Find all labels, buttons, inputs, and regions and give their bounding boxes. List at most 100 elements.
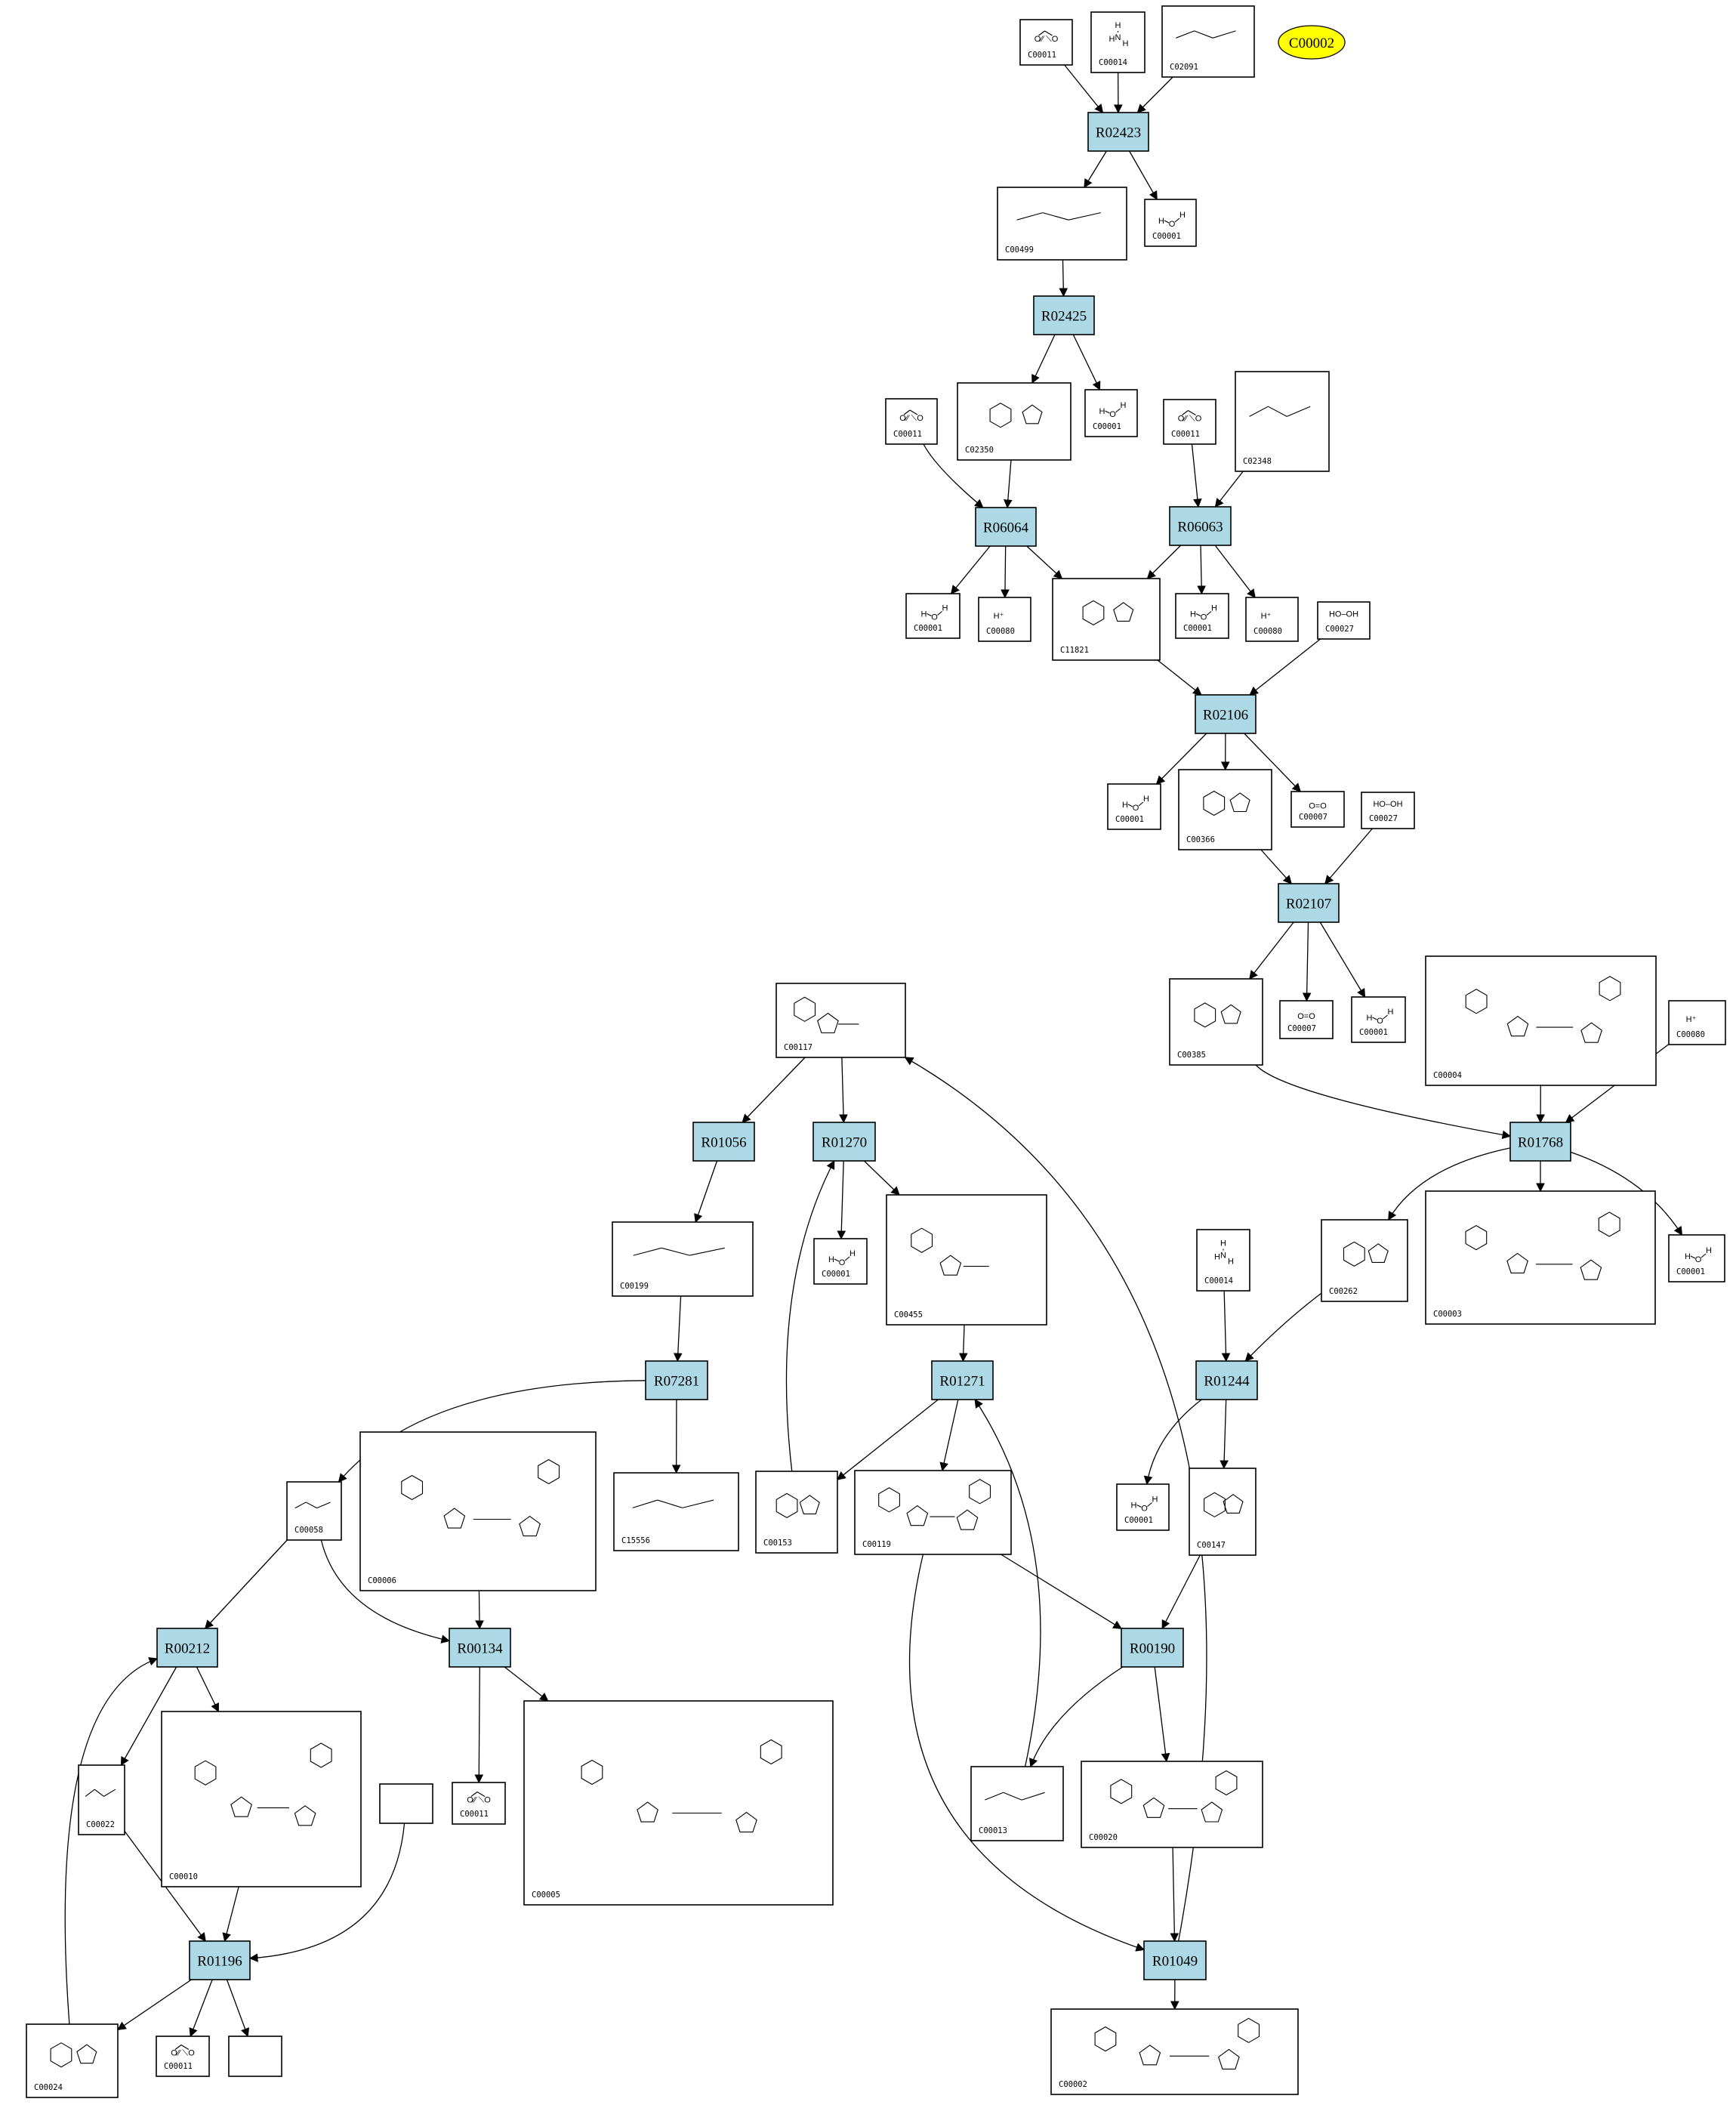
edge-c00117-r01270 [839,1057,848,1124]
compound-c00499-node[interactable]: C00499 [997,187,1127,261]
compound-c00004-node[interactable]: C00004 [1425,955,1657,1086]
reaction-r01244-node[interactable]: R01244 [1195,1360,1258,1400]
compound-c00080-node[interactable]: H⁺C00080 [1668,1000,1726,1045]
svg-text:O: O [1201,613,1207,622]
reaction-r01196-node[interactable]: R01196 [189,1940,251,1980]
reaction-r01768-node[interactable]: R01768 [1509,1122,1571,1162]
edge-c00119-r00190 [1001,1554,1122,1629]
compound-c00119-node[interactable]: C00119 [854,1470,1012,1555]
compound-c11821-node[interactable]: C11821 [1052,578,1161,661]
reaction-r01270-node[interactable]: R01270 [812,1122,876,1162]
edge-r01768-c00001h [1570,1151,1683,1236]
reaction-r01049-node[interactable]: R01049 [1143,1940,1207,1980]
compound-c00080-node[interactable]: H⁺C00080 [1245,597,1299,642]
compound-c00262-node[interactable]: C00262 [1321,1219,1408,1302]
reaction-r07281-node[interactable]: R07281 [645,1360,708,1400]
compound-id-label: C00011 [164,2062,193,2071]
compound-c00020-node[interactable]: C00020 [1081,1761,1263,1848]
compound-c02091-node[interactable]: C02091 [1161,5,1255,78]
reaction-r02423-node[interactable]: R02423 [1087,112,1149,152]
reaction-r02106-node[interactable]: R02106 [1195,694,1257,734]
reaction-r06063-node[interactable]: R06063 [1169,506,1232,546]
compound-c00058-node[interactable]: C00058 [286,1481,342,1541]
reaction-r00190-node[interactable]: R00190 [1121,1628,1184,1668]
structure-sketch [85,1789,116,1797]
compound-c00080-node[interactable]: H⁺C00080 [978,597,1031,642]
reaction-r06064-node[interactable]: R06064 [975,507,1037,547]
target-compound-label: C00002 [1289,35,1334,51]
compound-c00005-node[interactable]: C00005 [523,1700,834,1906]
structure-sketch [633,1247,725,1256]
edge-r00190-c00013 [1028,1666,1124,1768]
compound-c00013-node[interactable]: C00013 [970,1766,1064,1841]
compound-c00385-node[interactable]: C00385 [1169,978,1263,1066]
structure-sketch: HO–OH [1329,610,1358,619]
edge-r00212-c00010 [196,1666,219,1713]
reaction-r00212-node[interactable]: R00212 [156,1628,218,1668]
compound-id-label: C00117 [784,1043,812,1052]
svg-text:H: H [1228,1258,1234,1267]
compound-c00117-node[interactable]: C00117 [775,983,906,1058]
compound-c00010-node[interactable]: C00010 [161,1711,362,1887]
svg-text:H⁺: H⁺ [1686,1015,1697,1024]
reaction-r02107-node[interactable]: R02107 [1278,883,1340,923]
compound-c00024-node[interactable]: C00024 [26,2023,119,2098]
compound-c02350-node[interactable]: C02350 [957,382,1072,461]
reaction-id-label: R01196 [197,1954,242,1970]
compound-c00022-node[interactable]: C00022 [78,1764,125,1835]
svg-text:H: H [1158,217,1164,226]
compound-c02348-node[interactable]: C02348 [1235,371,1330,472]
reaction-r01271-node[interactable]: R01271 [931,1360,994,1400]
svg-text:O⁄⁄ ⟍O: O⁄⁄ ⟍O [1035,35,1059,44]
svg-text:O: O [931,613,938,622]
structure-sketch [50,2042,97,2068]
compound-c00006-node[interactable]: C00006 [359,1431,597,1591]
reaction-r02425-node[interactable]: R02425 [1033,295,1095,335]
compound-c00003-node[interactable]: C00003 [1425,1190,1656,1325]
reaction-r01056-node[interactable]: R01056 [692,1122,755,1162]
svg-text:O⁄⁄ ⟍O: O⁄⁄ ⟍O [467,1796,491,1805]
compound-c15556-node[interactable]: C15556 [613,1472,739,1551]
svg-text:H⁺: H⁺ [1261,612,1272,621]
compound-c00199-node[interactable]: C00199 [612,1221,754,1297]
edge-r01244-c00147 [1220,1399,1229,1470]
edge-r06064-c00001c [950,545,991,594]
svg-text:H: H [1220,1239,1226,1248]
target-compound-marker[interactable]: C00002 [1278,25,1346,60]
compound-id-label: C00153 [763,1539,792,1548]
compound-c00366-node[interactable]: C00366 [1178,769,1272,850]
compound-c00147-node[interactable]: C00147 [1189,1468,1257,1556]
structure-sketch: O⁄⁄ ⟍O [467,1792,491,1805]
svg-text:H: H [1143,795,1149,804]
compound-blank-node[interactable] [379,1783,433,1824]
compound-c00455-node[interactable]: C00455 [886,1194,1047,1326]
compound-blank-node[interactable] [228,2036,282,2077]
reaction-r00134-node[interactable]: R00134 [449,1628,511,1668]
compound-c00153-node[interactable]: C00153 [755,1471,838,1554]
compound-c00002-node[interactable]: C00002 [1050,2008,1299,2095]
svg-text:HO–OH: HO–OH [1329,610,1358,619]
svg-text:H: H [1109,35,1115,44]
